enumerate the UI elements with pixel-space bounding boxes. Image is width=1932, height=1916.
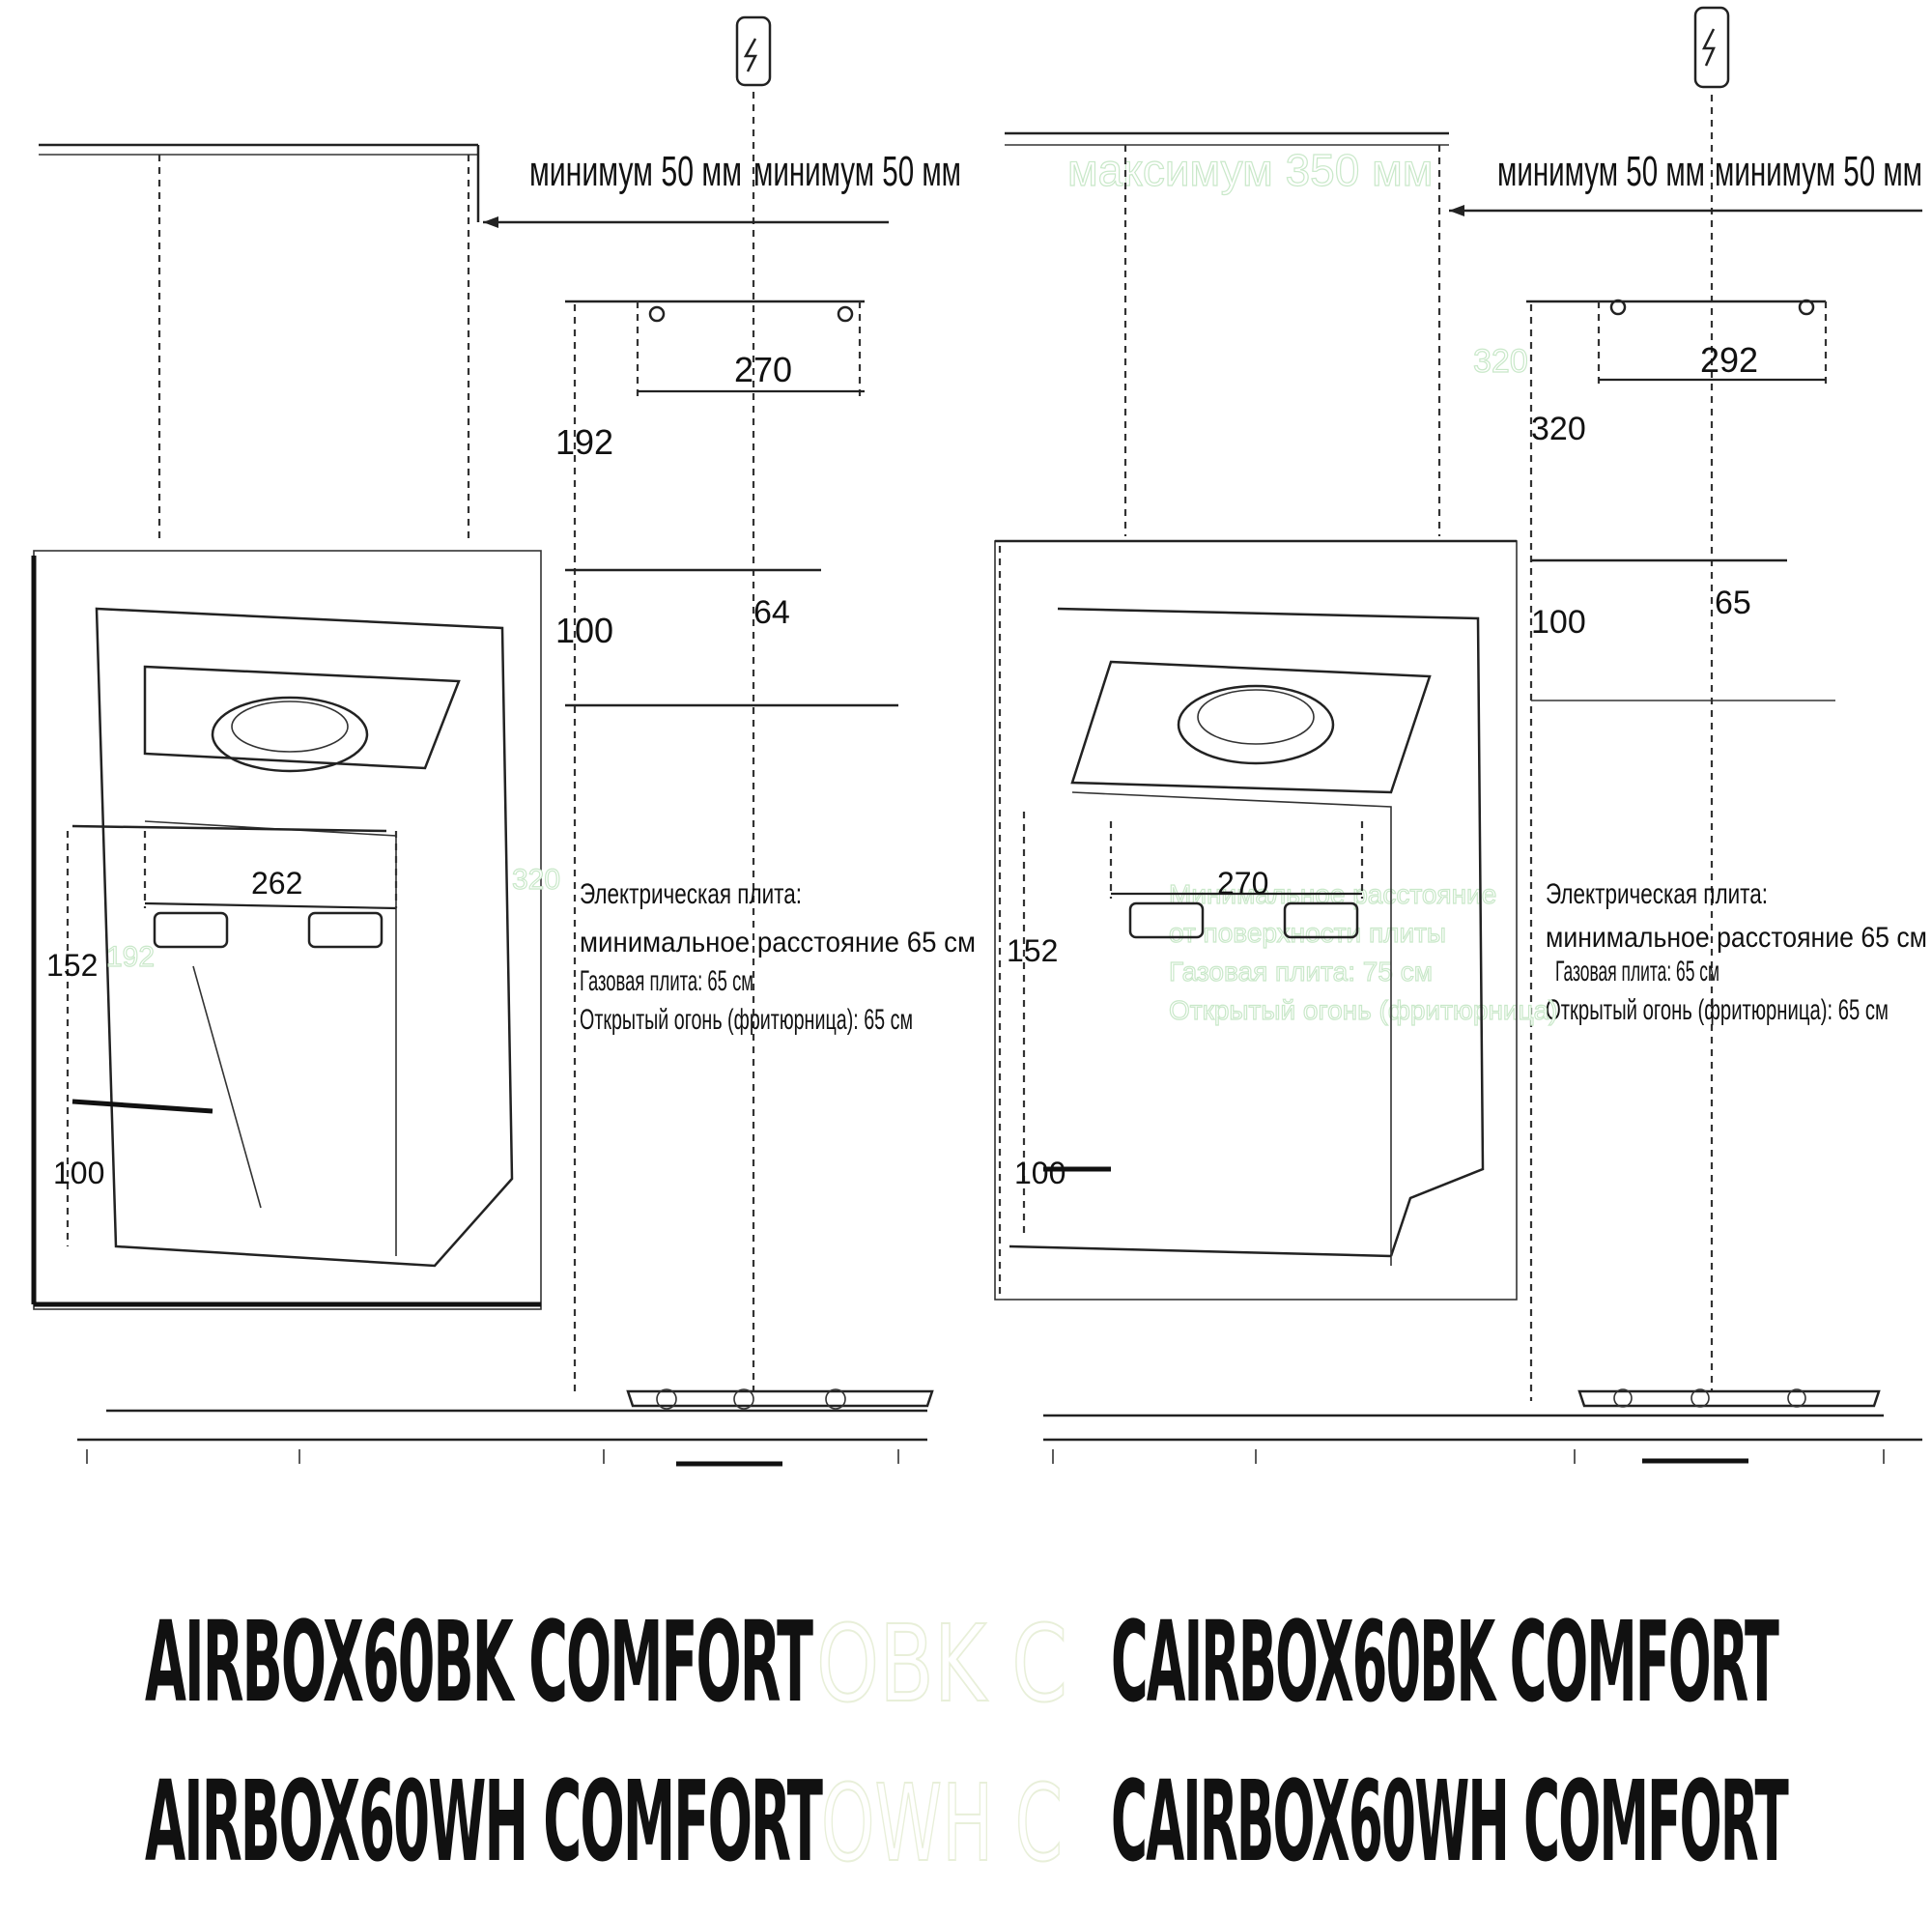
arrow — [483, 216, 498, 228]
ghost-note-right: Минимальное расстояние от поверхности пл… — [1168, 878, 1558, 1025]
title-row1-ghost: OBK C — [816, 1602, 1067, 1726]
plug-icon-right — [1693, 6, 1730, 89]
note-right: Электрическая плита: минимальное расстоя… — [1546, 878, 1927, 1026]
max-label: максимум 350 мм — [1067, 145, 1433, 195]
title-row2-right: CAIRBOX60WH COMFORT — [1111, 1758, 1789, 1887]
dim-inner-height-right: 152 — [1007, 933, 1058, 968]
title-row2-ghost: OWH C — [821, 1761, 1063, 1885]
dim-bottom-left: 100 — [53, 1156, 104, 1190]
ghost-note-3: Газовая плита: 75 см — [1169, 957, 1433, 987]
ghost-192: 192 — [106, 941, 155, 973]
cooktop-left — [77, 1388, 934, 1467]
dim-inner-height: 152 — [46, 948, 98, 983]
dim-right-small: 64 — [753, 594, 790, 631]
ghost-320-right: 320 — [1473, 343, 1528, 380]
min-label-right: минимум 50 мм — [753, 148, 961, 195]
ghost-note-2: от поверхности плиты — [1169, 918, 1446, 948]
note-line-1-right: Электрическая плита: — [1546, 878, 1768, 910]
note-line-4-right: Открытый огонь (фритюрница): 65 см — [1546, 994, 1889, 1026]
burner-icon — [1043, 1388, 1922, 1464]
wall-cabinet-right — [1005, 131, 1449, 536]
ghost-320: 320 — [512, 864, 560, 896]
left-panel: минимум 50 мм минимум 50 мм 270 192 100 … — [31, 15, 976, 1467]
note-line-3-right: Газовая плита: 65 см — [1555, 956, 1719, 987]
dim-vertical-right: 320 — [1531, 411, 1586, 447]
hood-perspective-right — [994, 539, 1518, 1301]
dim-gap: 100 — [555, 611, 613, 650]
wall-cabinet-left — [39, 143, 480, 541]
model-titles: AIRBOX60BK COMFORT OBK C CAIRBOX60BK COM… — [145, 1598, 1793, 1887]
plug-icon-left — [735, 15, 772, 87]
min-label-left-right: минимум 50 мм — [1497, 148, 1705, 195]
dim-inner-width: 262 — [251, 866, 302, 901]
dim-vertical: 192 — [555, 422, 613, 462]
dim-bottom-left-right: 100 — [1014, 1156, 1065, 1190]
dim-gap-right: 100 — [1531, 604, 1586, 641]
hood-perspective-left — [31, 550, 542, 1310]
title-row2-left: AIRBOX60WH COMFORT — [145, 1758, 823, 1887]
min-label-right-right: минимум 50 мм — [1715, 148, 1922, 195]
note-line-3: Газовая плита: 65 см — [580, 965, 753, 997]
note-left: Электрическая плита: минимальное расстоя… — [580, 878, 976, 1036]
dim-top-width: 270 — [734, 350, 792, 389]
note-line-2-right: минимальное расстояние 65 см — [1546, 922, 1927, 954]
note-line-2: минимальное расстояние 65 см — [580, 927, 976, 958]
hood-top-outline — [565, 300, 865, 396]
arrow — [1449, 205, 1464, 216]
min-label-left: минимум 50 мм — [529, 148, 742, 195]
note-line-1: Электрическая плита: — [580, 878, 802, 910]
hood-top-outline-right — [1526, 299, 1828, 386]
note-line-4: Открытый огонь (фритюрница): 65 см — [580, 1004, 913, 1036]
title-row1-right: CAIRBOX60BK COMFORT — [1111, 1598, 1779, 1728]
dim-inner-width-right: 270 — [1217, 866, 1268, 901]
ghost-note-4: Открытый огонь (фритюрница) — [1169, 995, 1558, 1025]
dim-top-width-right: 292 — [1700, 340, 1758, 380]
right-panel: максимум 350 мм минимум 50 мм минимум 50… — [994, 6, 1927, 1464]
dim-right-small-right: 65 — [1715, 585, 1751, 621]
title-row1-left: AIRBOX60BK COMFORT — [145, 1598, 813, 1728]
